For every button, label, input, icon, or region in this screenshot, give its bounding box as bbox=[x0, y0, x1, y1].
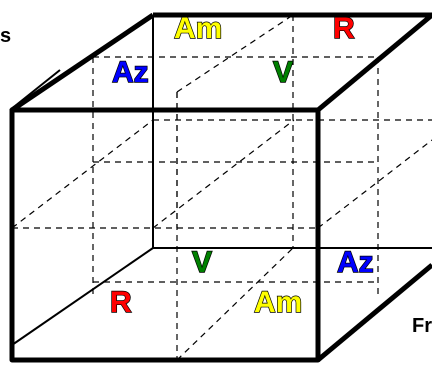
top-label-az: Az bbox=[112, 56, 149, 89]
top-label-v: V bbox=[273, 56, 293, 89]
bottom-face-midline-d bbox=[176, 247, 294, 361]
bold-edges bbox=[9, 12, 432, 363]
top-label-r: R bbox=[333, 12, 355, 45]
mid-plane-diag1 bbox=[152, 119, 295, 229]
bottom-label-az: Az bbox=[337, 246, 374, 279]
dashed-grid bbox=[11, 14, 432, 361]
mid-plane-right bbox=[317, 139, 432, 229]
bottom-label-am: Am bbox=[254, 286, 302, 319]
edge-label-top-left: s bbox=[0, 25, 11, 47]
top-left-edge bbox=[10, 12, 155, 113]
bottom-label-v: V bbox=[192, 246, 212, 279]
mid-plane-left bbox=[11, 119, 154, 229]
edge-label-bottom-right: Fr bbox=[412, 315, 432, 337]
bottom-label-r: R bbox=[110, 286, 132, 319]
thin-edges bbox=[9, 15, 432, 346]
bottom-right-edge bbox=[316, 263, 432, 362]
top-label-am: Am bbox=[174, 12, 222, 45]
front-face bbox=[9, 107, 321, 363]
top-right-edge bbox=[316, 13, 432, 112]
top-face-midline-d bbox=[176, 14, 294, 93]
bottom-left-edge bbox=[11, 247, 154, 346]
